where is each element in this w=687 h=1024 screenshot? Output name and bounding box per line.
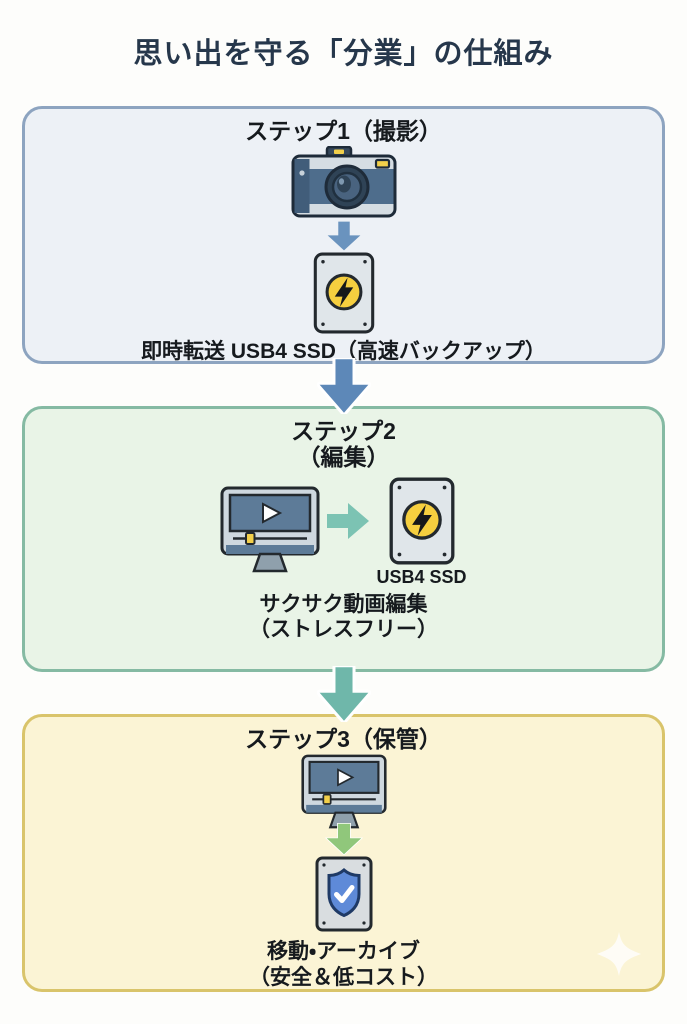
step2-heading-line1: ステップ2: [291, 418, 396, 444]
step2-panel: ステップ2 （編集） USB4 SSD サクサク動画編集 （ストレスフリー）: [22, 406, 665, 672]
step1-heading: ステップ1（撮影）: [245, 118, 442, 144]
ssd-lightning-icon: USB4 SSD: [376, 477, 467, 588]
sparkle-icon: [596, 931, 642, 977]
video-monitor-icon: [220, 486, 320, 579]
page-title: 思い出を守る「分業」の仕組み: [133, 38, 554, 70]
camera-icon: [289, 144, 399, 225]
shield-drive-icon: [315, 856, 373, 939]
step2-caption-line1: サクサク動画編集: [259, 592, 428, 616]
ssd-lightning-icon: [313, 252, 375, 339]
ssd-label: USB4 SSD: [376, 566, 467, 587]
down-arrow-icon: [326, 221, 362, 256]
down-arrow-icon: [317, 672, 371, 714]
down-arrow-icon: [317, 364, 371, 406]
right-arrow-icon: [326, 501, 370, 546]
step2-caption-line2: （ストレスフリー）: [249, 618, 438, 642]
step3-heading: ステップ3（保管）: [245, 726, 442, 752]
step3-panel: ステップ3（保管） 移動・アーカイブ （安全＆低コスト）: [22, 714, 665, 992]
step1-caption: 即時転送 USB4 SSD（高速バックアップ）: [141, 340, 546, 364]
step2-heading-line2: （編集）: [297, 444, 390, 471]
down-arrow-icon: [325, 823, 363, 860]
step3-caption-line2: （安全＆低コスト）: [249, 966, 438, 990]
step3-caption: 移動・アーカイブ （安全＆低コスト）: [249, 939, 438, 990]
step2-caption: サクサク動画編集 （ストレスフリー）: [249, 592, 438, 643]
step1-panel: ステップ1（撮影） 即時転送 USB4 SSD（高速バックアップ）: [22, 106, 665, 364]
step2-heading: ステップ2 （編集）: [291, 418, 396, 471]
step3-caption-line1: 移動・アーカイブ: [267, 940, 420, 964]
step1-to-step2-connector: [0, 364, 687, 406]
step2-to-step3-connector: [0, 672, 687, 714]
step2-icon-row: USB4 SSD: [220, 477, 467, 588]
